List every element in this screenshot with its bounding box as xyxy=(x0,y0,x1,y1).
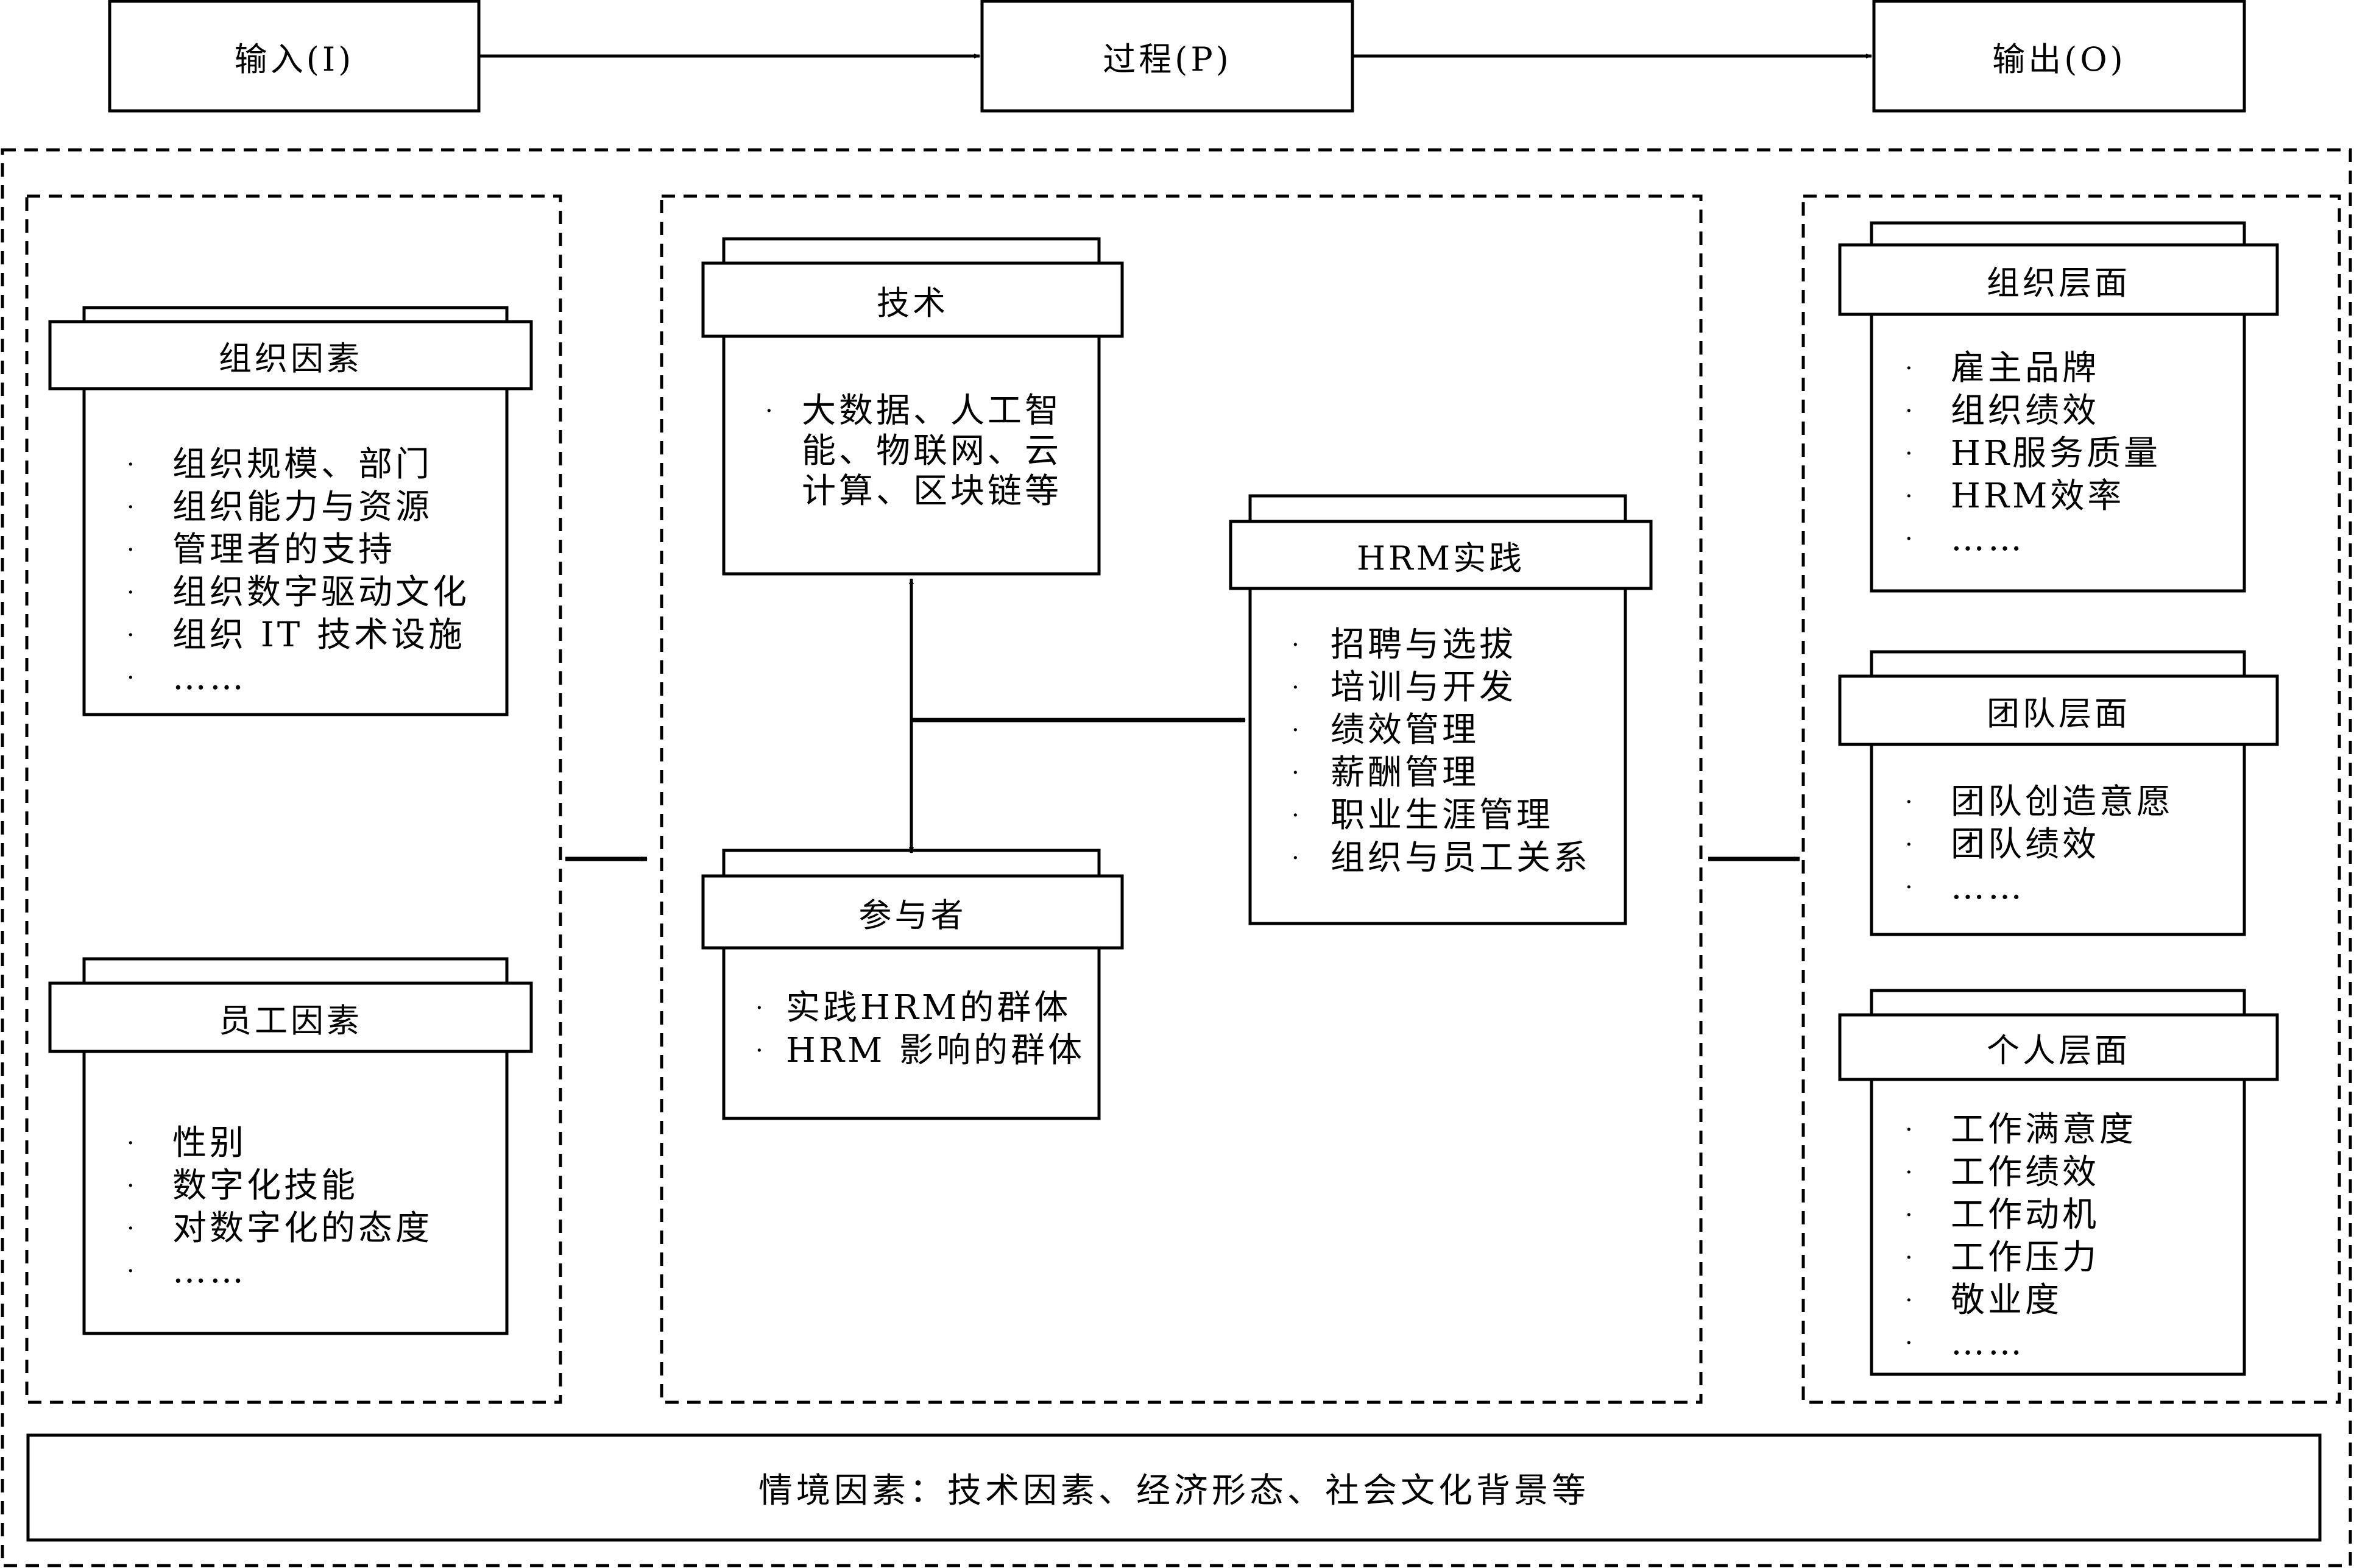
list-item: ·管理者的支持 xyxy=(127,530,395,570)
org-level-list: ·雇主品牌 ·组织绩效 ·HR服务质量 ·HRM效率 ·…… xyxy=(1905,347,2161,560)
participants-top-tab xyxy=(722,849,1101,878)
technology-title: 技术 xyxy=(877,283,949,322)
context-box xyxy=(26,1433,2322,1542)
list-item: ·HRM效率 xyxy=(1905,476,2125,516)
input-label: 输入(I) xyxy=(234,40,355,79)
list-item: ·…… xyxy=(1905,1323,2025,1363)
hrm-practice-header xyxy=(1229,520,1653,590)
employee-factors-list: ·性别 ·数字化技能 ·对数字化的态度 ·…… xyxy=(127,1122,433,1293)
list-item: ·组织规模、部门 xyxy=(127,445,433,484)
team-level-title: 团队层面 xyxy=(1987,694,2130,733)
list-item: ·实践HRM的群体 xyxy=(755,988,1072,1028)
list-item: ·…… xyxy=(1905,519,2025,559)
list-item: ·性别 xyxy=(127,1123,247,1163)
technology-line: 大数据、人工智 xyxy=(802,391,1062,431)
list-item: ·绩效管理 xyxy=(1292,710,1479,750)
org-level-top-tab xyxy=(1870,221,2246,247)
list-item: ·工作压力 xyxy=(1905,1238,2099,1277)
participants-list: ·实践HRM的群体 ·HRM 影响的群体 xyxy=(755,987,1086,1072)
list-item: ·职业生涯管理 xyxy=(1292,796,1553,835)
org-level-title: 组织层面 xyxy=(1987,263,2130,302)
list-item: ·…… xyxy=(127,658,247,697)
individual-level-header xyxy=(1838,1013,2279,1081)
list-item: ·薪酬管理 xyxy=(1292,753,1479,793)
participants-header xyxy=(701,874,1124,950)
hrm-practice-title: HRM实践 xyxy=(1356,539,1525,577)
list-item: ·数字化技能 xyxy=(127,1166,358,1206)
list-item: ·…… xyxy=(127,1251,247,1291)
individual-level-top-tab xyxy=(1870,989,2246,1017)
list-item: ·组织与员工关系 xyxy=(1292,838,1591,878)
list-item: ·敬业度 xyxy=(1905,1280,2062,1320)
hrm-practice-top-tab xyxy=(1248,494,1627,523)
list-item: ·工作动机 xyxy=(1905,1195,2099,1235)
list-item: ·…… xyxy=(1905,867,2025,907)
process-panel xyxy=(660,194,1703,1404)
employee-factors-header xyxy=(48,981,533,1053)
list-item: ·团队创造意愿 xyxy=(1905,782,2174,822)
individual-level-title: 个人层面 xyxy=(1987,1031,2130,1070)
technology-line: 计算、区块链等 xyxy=(802,471,1062,511)
list-item: ·组织 IT 技术设施 xyxy=(127,615,466,655)
org-factors-title: 组织因素 xyxy=(219,339,362,378)
output-box xyxy=(1872,0,2246,113)
technology-header xyxy=(701,261,1124,338)
org-factors-list: ·组织规模、部门 ·组织能力与资源 ·管理者的支持 ·组织数字驱动文化 ·组织 … xyxy=(127,443,470,699)
team-level-header xyxy=(1838,674,2279,746)
list-item: ·组织绩效 xyxy=(1905,391,2099,431)
list-item: ·团队绩效 xyxy=(1905,825,2099,864)
list-item: ·雇主品牌 xyxy=(1905,348,2099,388)
output-panel xyxy=(1801,194,2341,1404)
technology-top-tab xyxy=(722,237,1101,265)
list-item: ·组织能力与资源 xyxy=(127,487,433,527)
input-panel xyxy=(25,194,562,1404)
team-level-top-tab xyxy=(1870,650,2246,678)
org-level-header xyxy=(1838,243,2279,316)
context-factors-text: 情境因素：技术因素、经济形态、社会文化背景等 xyxy=(758,1471,1589,1511)
output-label: 输出(O) xyxy=(1992,40,2126,79)
participants-title: 参与者 xyxy=(858,895,967,934)
list-item: ·工作绩效 xyxy=(1905,1153,2099,1192)
list-item: ·对数字化的态度 xyxy=(127,1209,433,1248)
individual-level-list: ·工作满意度 ·工作绩效 ·工作动机 ·工作压力 ·敬业度 ·…… xyxy=(1905,1109,2137,1365)
list-item: ·HRM 影响的群体 xyxy=(755,1031,1086,1070)
list-item: ·组织数字驱动文化 xyxy=(127,573,470,612)
employee-factors-title: 员工因素 xyxy=(219,1001,362,1040)
team-level-list: ·团队创造意愿 ·团队绩效 ·…… xyxy=(1905,781,2174,909)
process-label: 过程(P) xyxy=(1103,40,1232,79)
list-item: ·招聘与选拔 xyxy=(1292,625,1516,665)
list-item: ·培训与开发 xyxy=(1292,668,1516,707)
employee-factors-top-tab xyxy=(82,957,509,985)
org-factors-header xyxy=(48,320,533,390)
org-factors-top-tab xyxy=(82,306,509,324)
list-item: ·工作满意度 xyxy=(1905,1110,2137,1150)
technology-line: 能、物联网、云 xyxy=(802,431,1062,471)
list-item: ·HR服务质量 xyxy=(1905,434,2161,473)
technology-text: · 大数据、人工智 能、物联网、云 计算、区块链等 xyxy=(765,391,1062,511)
outer-dashed-frame xyxy=(1,148,2352,1567)
hrm-practice-list: ·招聘与选拔 ·培训与开发 ·绩效管理 ·薪酬管理 ·职业生涯管理 ·组织与员工… xyxy=(1292,624,1591,880)
